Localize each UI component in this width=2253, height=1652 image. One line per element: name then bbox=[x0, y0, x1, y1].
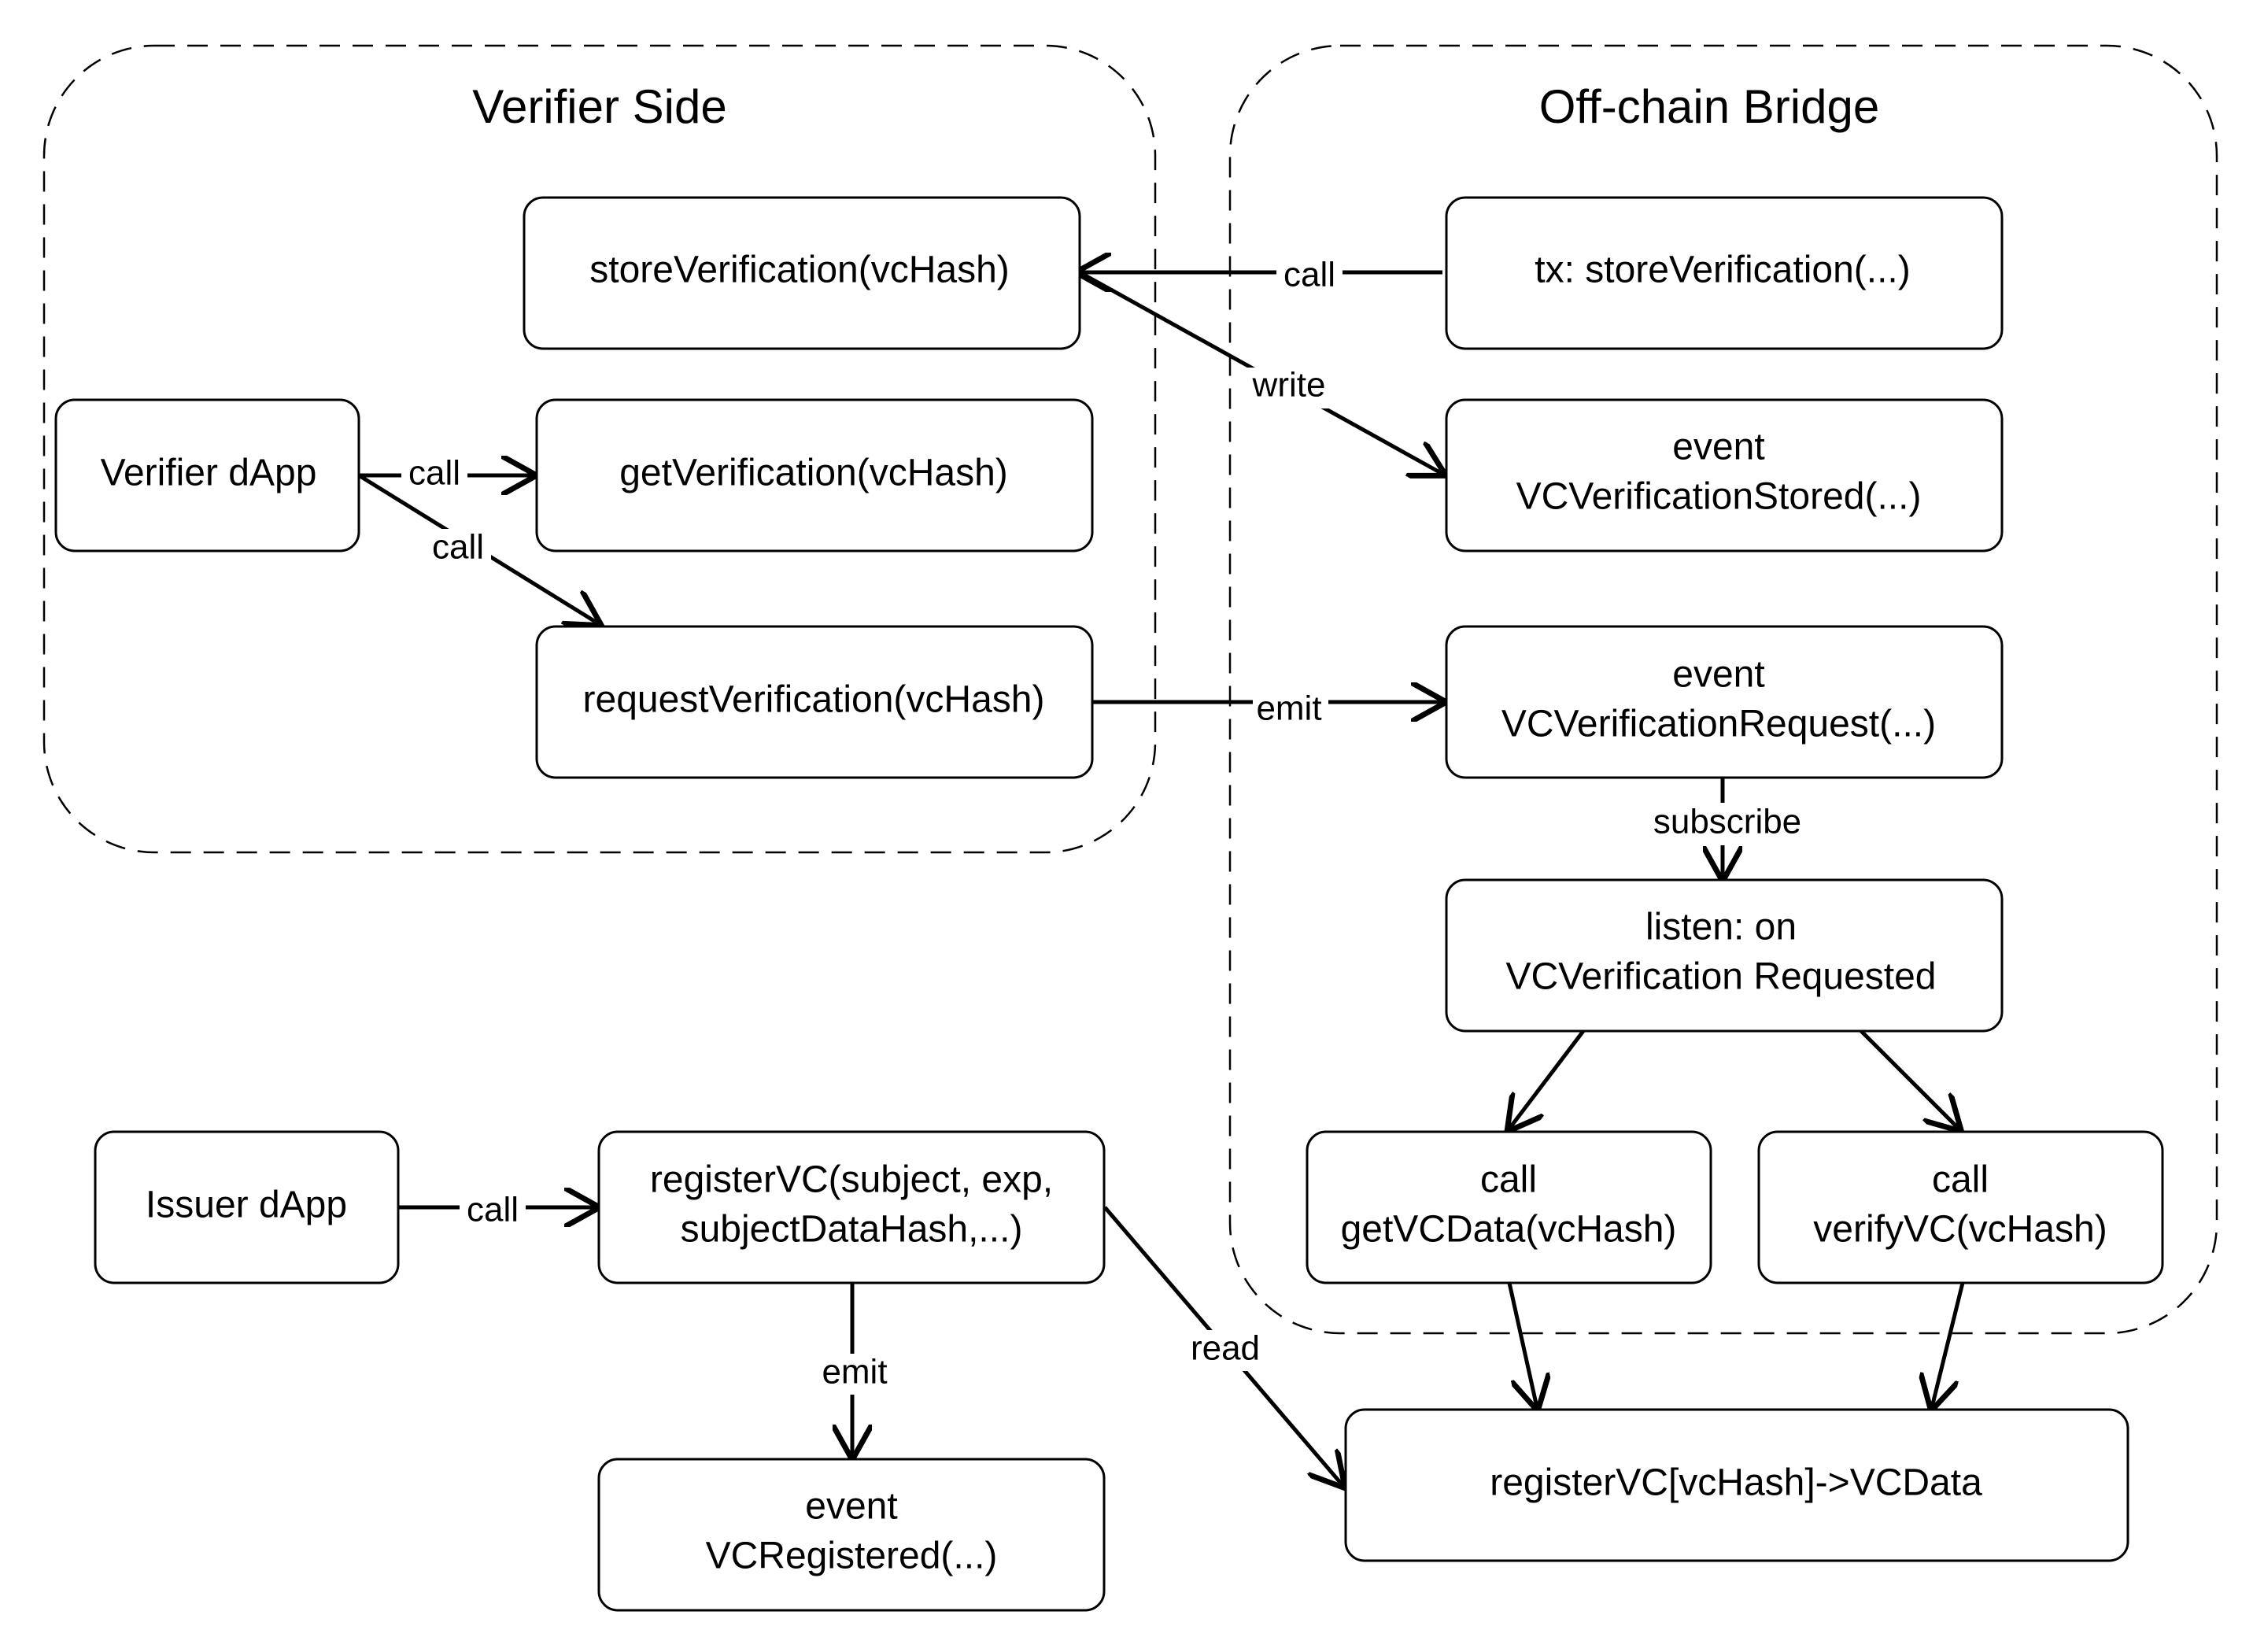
edge-listen-to-verify-vc bbox=[1860, 1029, 1959, 1129]
node-call-get-vc-data-line-2: getVCData(vcHash) bbox=[1341, 1209, 1677, 1251]
node-request-verification-label: requestVerification(vcHash) bbox=[583, 679, 1045, 721]
node-event-vc-verification-request: event VCVerificationRequest(...) bbox=[1445, 625, 2004, 779]
node-issuer-dapp-label: Issuer dApp bbox=[146, 1184, 347, 1226]
node-event-vc-verification-request-line-1: event bbox=[1672, 654, 1764, 696]
group-offchain-bridge: Off-chain Bridge bbox=[1228, 44, 2218, 1335]
node-listen-on-requested-line-2: VCVerification Requested bbox=[1506, 956, 1937, 998]
node-event-vc-verification-stored-line-2: VCVerificationStored(...) bbox=[1516, 476, 1922, 518]
node-store-verification-label: storeVerification(vcHash) bbox=[589, 249, 1010, 291]
edge-get-vc-data-to-mapping bbox=[1507, 1282, 1537, 1407]
node-tx-store-verification: tx: storeVerification(...) bbox=[1445, 196, 2004, 350]
edge-label-read: read bbox=[1191, 1329, 1260, 1368]
node-register-vc-mapping-label: registerVC[vcHash]->VCData bbox=[1490, 1462, 1982, 1504]
edge-register-to-mapping: read bbox=[1103, 1206, 1343, 1485]
edge-label-call: call bbox=[432, 528, 484, 567]
node-register-vc-line-1: registerVC(subject, exp, bbox=[650, 1159, 1053, 1201]
node-call-verify-vc: call verifyVC(vcHash) bbox=[1757, 1130, 2164, 1284]
node-event-vc-verification-stored: event VCVerificationStored(...) bbox=[1445, 398, 2004, 553]
node-issuer-dapp: Issuer dApp bbox=[94, 1130, 400, 1284]
node-get-verification: getVerification(vcHash) bbox=[535, 398, 1094, 553]
edge-label-subscribe: subscribe bbox=[1653, 803, 1801, 841]
group-title-offchain-bridge: Off-chain Bridge bbox=[1539, 80, 1879, 133]
node-register-vc: registerVC(subject, exp, subjectDataHash… bbox=[597, 1130, 1106, 1284]
node-event-vc-registered-line-1: event bbox=[805, 1486, 897, 1528]
node-register-vc-mapping: registerVC[vcHash]->VCData bbox=[1344, 1408, 2129, 1562]
edge-register-to-event-registered: emit bbox=[815, 1283, 894, 1456]
node-listen-on-requested: listen: on VCVerification Requested bbox=[1445, 878, 2004, 1033]
node-verifier-dapp: Verifier dApp bbox=[54, 398, 360, 553]
node-call-verify-vc-line-2: verifyVC(vcHash) bbox=[1813, 1209, 2107, 1251]
node-call-get-vc-data-line-1: call bbox=[1480, 1159, 1537, 1201]
group-verifier-side: Verifier Side bbox=[42, 44, 1157, 854]
node-event-vc-verification-request-line-2: VCVerificationRequest(...) bbox=[1501, 704, 1936, 745]
edge-label-call: call bbox=[467, 1191, 519, 1229]
edge-tx-to-store: call bbox=[1080, 253, 1442, 294]
edge-label-emit: emit bbox=[822, 1353, 887, 1391]
edge-label-write: write bbox=[1252, 366, 1326, 405]
node-call-get-vc-data: call getVCData(vcHash) bbox=[1306, 1130, 1712, 1284]
node-request-verification: requestVerification(vcHash) bbox=[535, 625, 1094, 779]
group-title-verifier-side: Verifier Side bbox=[472, 80, 727, 133]
node-event-vc-registered: event VCRegistered(...) bbox=[597, 1458, 1106, 1612]
edge-store-to-event-stored: write bbox=[1078, 270, 1442, 474]
node-store-verification: storeVerification(vcHash) bbox=[523, 196, 1081, 350]
edge-label-emit: emit bbox=[1256, 689, 1321, 728]
node-register-vc-line-2: subjectDataHash,...) bbox=[681, 1209, 1023, 1251]
edge-request-to-event-request: emit bbox=[1091, 689, 1442, 732]
group-verifier-side-boundary bbox=[42, 44, 1157, 854]
edge-verify-vc-to-mapping bbox=[1932, 1282, 1965, 1407]
edge-dapp-to-request: call bbox=[357, 473, 598, 623]
node-get-verification-label: getVerification(vcHash) bbox=[619, 453, 1008, 494]
node-listen-on-requested-line-1: listen: on bbox=[1645, 907, 1797, 948]
edge-listen-to-get-vc-data bbox=[1509, 1029, 1585, 1129]
node-verifier-dapp-label: Verifier dApp bbox=[101, 453, 317, 494]
node-tx-store-verification-label: tx: storeVerification(...) bbox=[1535, 249, 1911, 291]
node-event-vc-registered-line-2: VCRegistered(...) bbox=[706, 1536, 998, 1577]
node-call-verify-vc-line-1: call bbox=[1932, 1159, 1989, 1201]
group-offchain-bridge-boundary bbox=[1228, 44, 2218, 1335]
edge-label-call: call bbox=[408, 454, 460, 493]
edge-label-call: call bbox=[1283, 256, 1335, 294]
edge-issuer-to-register: call bbox=[398, 1188, 596, 1229]
edge-event-request-to-listen: subscribe bbox=[1645, 778, 1810, 878]
node-event-vc-verification-stored-line-1: event bbox=[1672, 427, 1764, 468]
edge-dapp-to-get: call bbox=[359, 454, 533, 496]
